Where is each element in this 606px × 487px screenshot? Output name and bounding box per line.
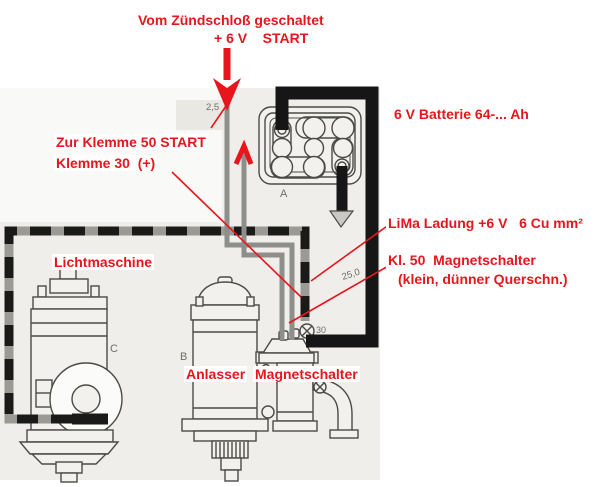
- down-arrow-icon: [213, 78, 241, 111]
- terminal-30-label: 30: [316, 325, 326, 335]
- ignition-wires: [224, 102, 295, 340]
- pointer-line-klemme-top: [210, 105, 227, 129]
- part-letter-generator: C: [110, 343, 118, 355]
- label-klemme-line2: Klemme 30 (+): [54, 155, 158, 171]
- red-annotations: [171, 48, 391, 324]
- label-solenoid: Magnetschalter: [253, 366, 360, 382]
- label-lima: LiMa Ladung +6 V 6 Cu mm²: [386, 215, 585, 231]
- paper-smudge: [176, 100, 224, 130]
- scan-texts: 2,5 25,0 30 A B C: [110, 102, 362, 363]
- gauge-25-0: 25,0: [341, 267, 362, 283]
- component-drawings: [18, 106, 362, 483]
- battery-drawing: [258, 106, 362, 185]
- label-klemme-line1: Zur Klemme 50 START: [54, 134, 208, 150]
- part-letter-starter: B: [180, 351, 187, 363]
- generator-drawing: [18, 257, 123, 483]
- up-chevron-icon: [233, 139, 254, 166]
- label-ignition-line2: + 6 V START: [212, 30, 311, 46]
- pointer-line-kl50: [288, 264, 391, 324]
- pointer-line-klemme-bottom: [171, 171, 302, 298]
- label-generator: Lichtmaschine: [52, 254, 155, 270]
- gauge-2-5: 2,5: [206, 102, 219, 113]
- charging-wire-dashes: [4, 226, 310, 424]
- label-starter: Anlasser: [184, 366, 248, 382]
- label-kl50-line2: (klein, dünner Querschn.): [396, 271, 570, 287]
- pointer-line-lima: [310, 223, 391, 282]
- ignition-wire-1: [224, 102, 295, 340]
- ground-cable: [328, 166, 355, 229]
- part-letter-battery: A: [280, 188, 288, 200]
- label-battery: 6 V Batterie 64-... Ah: [392, 106, 531, 122]
- charging-wire: [4, 226, 310, 425]
- label-kl50-line1: Kl. 50 Magnetschalter: [386, 252, 538, 268]
- battery-cable: [275, 86, 379, 348]
- ignition-wire-2: [241, 148, 285, 340]
- label-ignition-line1: Vom Zündschloß geschaltet: [136, 12, 326, 28]
- ground-arrow-icon: [328, 210, 355, 229]
